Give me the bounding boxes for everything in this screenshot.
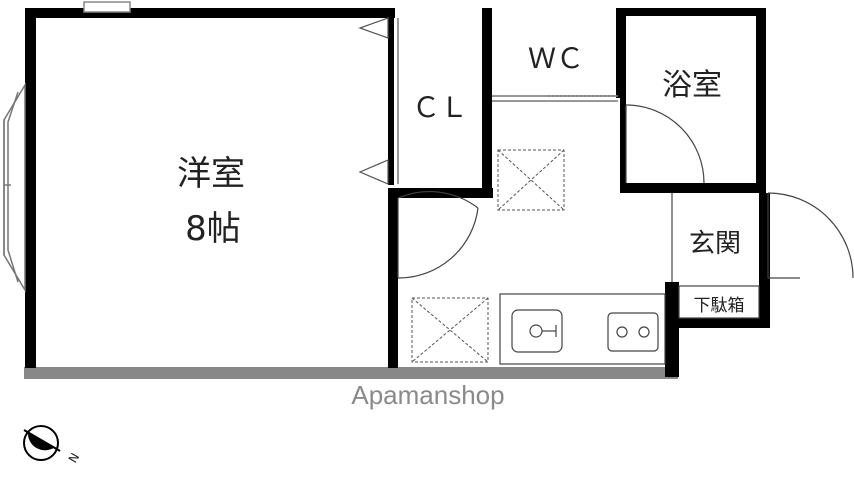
floor-edge-line [24, 367, 678, 379]
wc-door [492, 95, 618, 102]
western-room-label: 洋室 [177, 154, 245, 194]
closet-label: ＣＬ [412, 91, 468, 124]
compass-icon [23, 425, 61, 461]
shoe-cabinet-label: 下駄箱 [694, 296, 745, 316]
stove [607, 312, 659, 352]
bathroom-label: 浴室 [662, 68, 722, 103]
laundry-space [497, 149, 565, 211]
bath-door [625, 104, 705, 184]
watermark-text: Apamanshop [351, 380, 504, 410]
fridge-space [411, 297, 489, 363]
kitchen-counter [499, 293, 666, 365]
top-window [83, 1, 131, 13]
closet-doors [358, 17, 399, 185]
entrance-label: 玄関 [689, 229, 741, 259]
sink [511, 309, 563, 353]
compass-north-label: N [66, 451, 83, 466]
wc-label: ＷＣ [528, 42, 584, 75]
western-room-size: 8帖 [185, 209, 241, 249]
room-door [397, 191, 479, 279]
outer-walls [25, 8, 770, 377]
shoe-cabinet-box [678, 285, 760, 319]
front-door [671, 192, 854, 282]
bay-window [3, 82, 26, 293]
